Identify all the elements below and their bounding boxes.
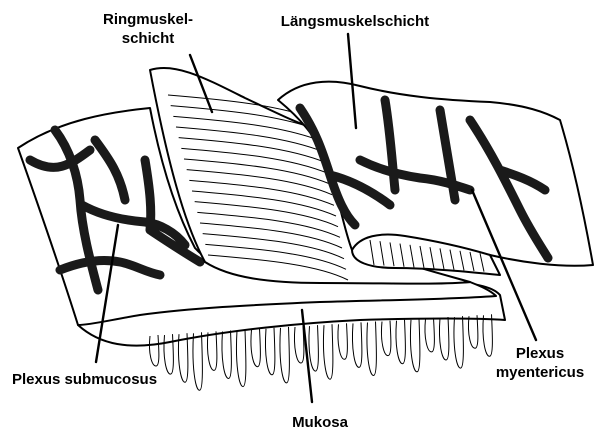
villus <box>309 325 318 371</box>
villus <box>352 322 361 367</box>
villus <box>483 314 492 356</box>
villus <box>236 330 245 387</box>
villus <box>251 329 260 367</box>
villus <box>323 324 332 379</box>
villus <box>222 331 231 379</box>
villus <box>439 317 448 360</box>
villus <box>410 319 419 372</box>
label-plexus-myentericus-1: Plexus <box>516 345 564 362</box>
villus <box>265 328 274 375</box>
villus <box>280 327 289 383</box>
villus <box>207 331 216 370</box>
villus <box>396 320 405 364</box>
villus <box>454 316 463 368</box>
label-ringmuskel-2: schicht <box>122 30 175 47</box>
villus <box>367 322 376 376</box>
label-ringmuskel-1: Ringmuskel- <box>103 11 193 28</box>
label-plexus-myentericus-2: myentericus <box>496 364 584 381</box>
villus <box>294 326 303 363</box>
villus <box>425 318 434 352</box>
villus <box>193 332 202 390</box>
label-laengsmuskelschicht: Längsmuskelschicht <box>281 13 429 30</box>
label-plexus-submucosus: Plexus submucosus <box>12 371 157 388</box>
villus <box>381 321 390 356</box>
villus <box>468 315 477 348</box>
villus <box>338 323 347 359</box>
label-mukosa: Mukosa <box>292 414 349 431</box>
